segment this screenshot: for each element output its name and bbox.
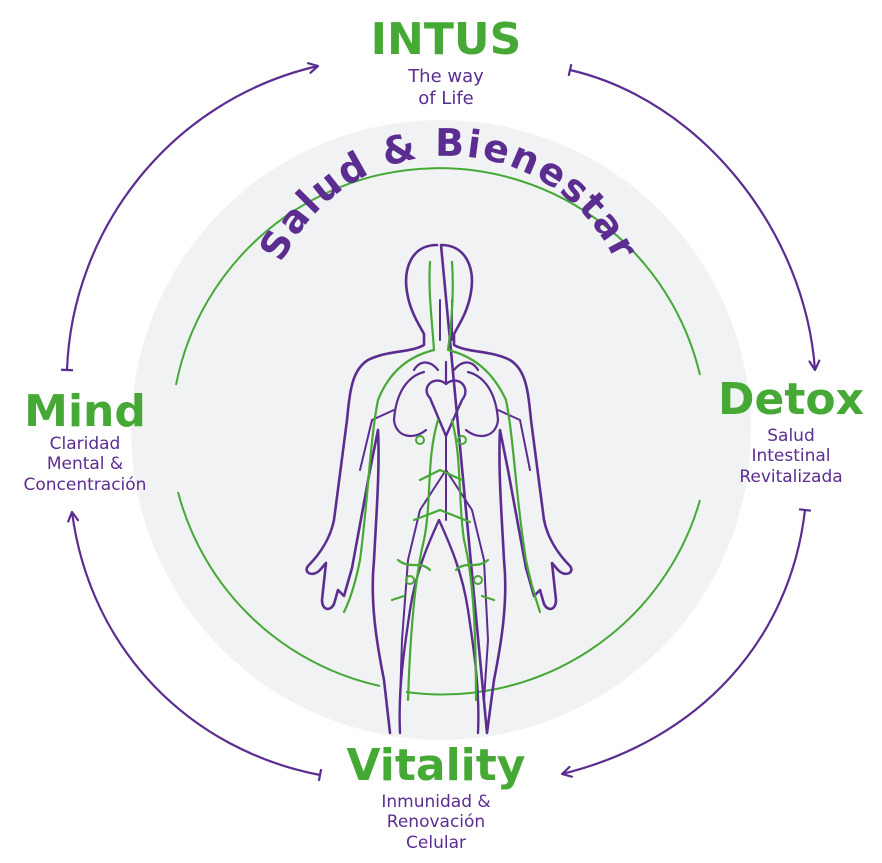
detox-line-2: Intestinal — [751, 446, 831, 467]
arrow-vitality-to-mind — [72, 512, 320, 775]
vitality-line-3: Celular — [406, 832, 466, 853]
node-title-vitality: Vitality — [346, 740, 526, 791]
human-body-circulatory-icon — [305, 243, 573, 735]
node-subtitle-intus: The way of Life — [346, 66, 546, 109]
vitality-line-1: Inmunidad & — [381, 792, 491, 812]
background-disc — [131, 120, 751, 740]
arrow-intus-to-detox — [570, 70, 815, 370]
mind-line-2: Mental & — [46, 454, 124, 475]
intus-line-1: The way — [408, 66, 484, 87]
node-title-detox: Detox — [717, 374, 864, 425]
intus-line-2: of Life — [418, 87, 474, 109]
node-subtitle-vitality: Inmunidad & Renovación Celular — [336, 792, 536, 853]
mind-line-3: Concentración — [23, 474, 147, 495]
detox-line-3: Revitalizada — [739, 466, 843, 487]
detox-line-1: Salud — [767, 426, 815, 446]
node-title-intus: INTUS — [370, 14, 522, 65]
vitality-line-2: Renovación — [386, 812, 486, 833]
arrow-mind-to-intus — [67, 66, 318, 370]
node-title-mind: Mind — [24, 386, 146, 437]
node-subtitle-mind: Claridad Mental & Concentración — [0, 434, 170, 495]
arrow-detox-to-vitality — [562, 510, 805, 774]
node-subtitle-detox: Salud Intestinal Revitalizada — [716, 426, 866, 487]
mind-line-1: Claridad — [49, 434, 121, 454]
